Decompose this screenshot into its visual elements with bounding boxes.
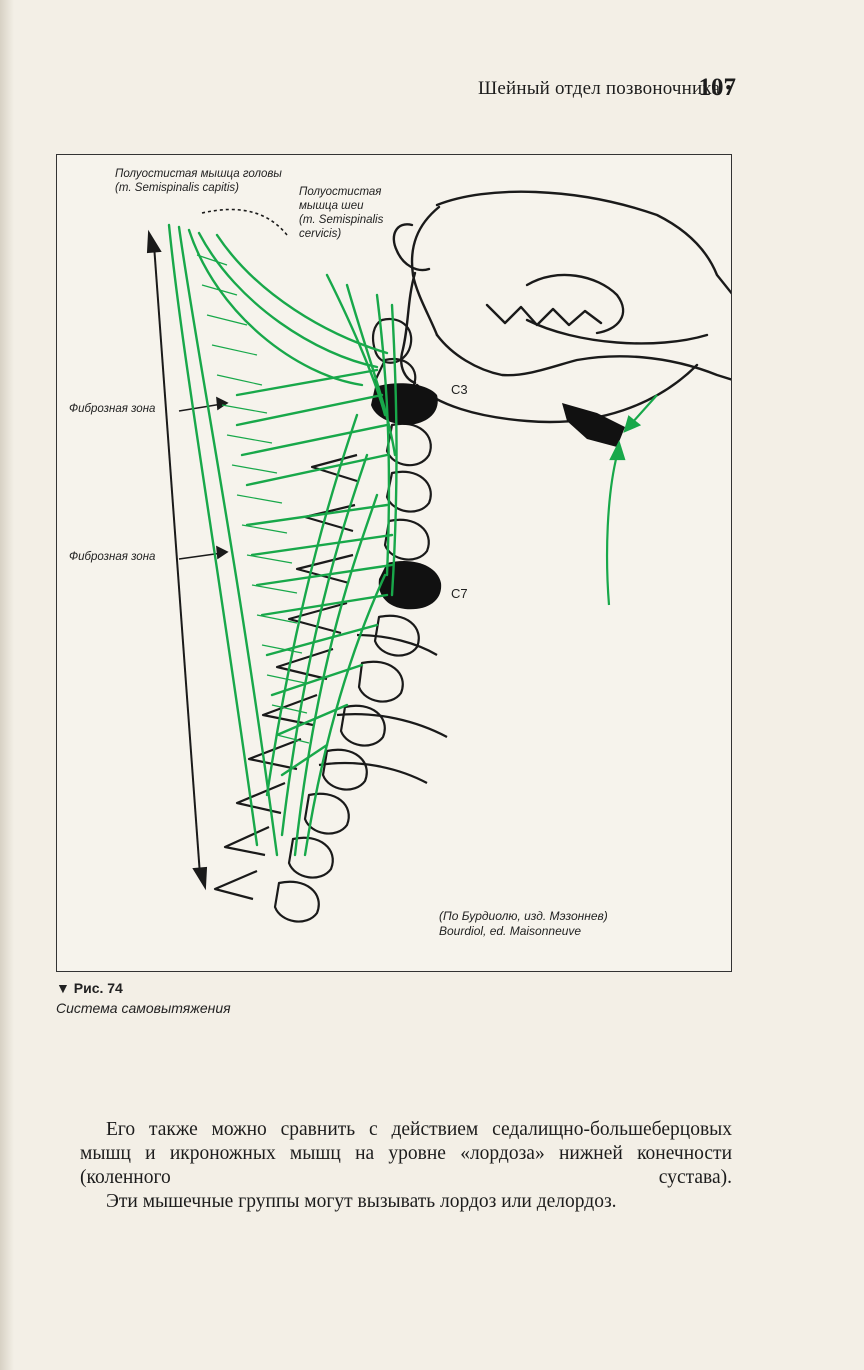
label-c3: C3 <box>451 382 468 397</box>
label-line: Полуостистая мышца головы <box>115 168 282 180</box>
figure-title: Система самовытяжения <box>56 1000 231 1016</box>
figure-74: Полуостистая мышца головы (m. Semispinal… <box>56 154 732 972</box>
label-line: Bourdiol, ed. Maisonneuve <box>439 924 582 938</box>
body-text: Его также можно сравнить с действием сед… <box>80 1118 732 1214</box>
paragraph: Эти мышечные группы могут вызывать лордо… <box>106 1191 617 1212</box>
label-line: (По Бурдиолю, изд. Мэзоннев) <box>439 909 608 923</box>
figure-number: ▼ Рис. 74 <box>56 980 123 996</box>
occiput-dashed-arc <box>201 208 288 236</box>
label-c7: C7 <box>451 586 468 601</box>
label-fibrous-zone-2: Фиброзная зона <box>69 551 156 563</box>
label-fibrous-zone-1: Фиброзная зона <box>69 403 156 415</box>
skull-outline <box>392 190 731 424</box>
page-gutter-shade <box>0 0 14 1370</box>
paragraph: Его также можно сравнить с действием сед… <box>80 1119 732 1188</box>
hyoid-pull-arrow <box>605 394 658 606</box>
hyoid-bone <box>562 403 625 447</box>
label-semispinalis-capitis: Полуостистая мышца головы (m. Semispinal… <box>115 167 282 195</box>
figure-caption: ▼ Рис. 74 Система самовытяжения <box>56 980 231 1016</box>
vertical-arrow <box>146 229 208 891</box>
label-line: cervicis) <box>299 228 342 240</box>
muscle-fibers <box>196 254 310 744</box>
neck-anatomy-illustration <box>146 190 731 923</box>
label-semispinalis-cervicis: Полуостистая мышца шеи (m. Semispinalis … <box>299 185 383 241</box>
label-line: мышца шеи <box>299 200 364 212</box>
figure-source-credit: (По Бурдиолю, изд. Мэзоннев) Bourdiol, e… <box>439 909 608 939</box>
page-number: 107 <box>698 74 737 101</box>
label-line: (m. Semispinalis <box>299 214 384 226</box>
label-line: Полуостистая <box>299 186 382 198</box>
label-line: (m. Semispinalis capitis) <box>115 182 239 194</box>
semispinalis-muscles <box>167 223 398 857</box>
running-head: Шейный отдел позвоночника • <box>477 78 732 99</box>
